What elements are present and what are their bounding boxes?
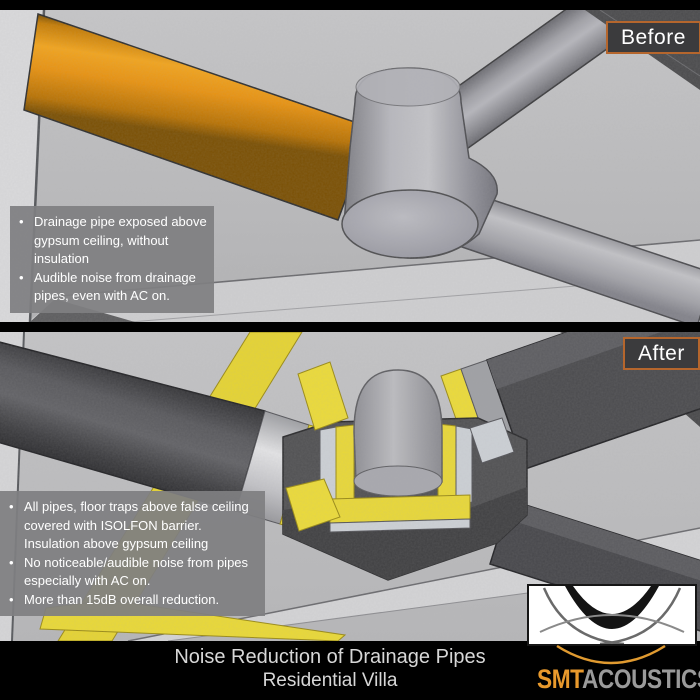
after-callout-box: All pipes, floor traps above false ceili… <box>0 491 265 616</box>
bullet-item: Drainage pipe exposed above gypsum ceili… <box>12 213 208 269</box>
logo-orange-arc-icon <box>556 644 666 665</box>
before-bullet-list: Drainage pipe exposed above gypsum ceili… <box>12 213 208 306</box>
brand-secondary: ACOUSTICS <box>581 664 700 694</box>
title-block: Noise Reduction of Drainage Pipes Reside… <box>0 645 660 693</box>
logo-emblem <box>527 584 697 646</box>
after-label: After <box>623 337 700 370</box>
footer-bar: Noise Reduction of Drainage Pipes Reside… <box>0 641 700 700</box>
bullet-item: More than 15dB overall reduction. <box>2 591 259 610</box>
smt-acoustics-logo: SMTACOUSTICS <box>525 583 700 700</box>
after-bullet-list: All pipes, floor traps above false ceili… <box>2 498 259 609</box>
brand-primary: SMT <box>537 664 582 694</box>
bullet-item: Audible noise from drainage pipes, even … <box>12 269 208 306</box>
before-scene: Before Drainage pipe exposed above gypsu… <box>0 10 700 322</box>
slide-title: Noise Reduction of Drainage Pipes <box>174 646 486 668</box>
bullet-item: All pipes, floor traps above false ceili… <box>2 498 259 554</box>
logo-arcs-icon <box>539 586 685 646</box>
bullet-item: No noticeable/audible noise from pipes e… <box>2 554 259 591</box>
slide-subtitle: Residential Villa <box>262 670 398 691</box>
before-callout-box: Drainage pipe exposed above gypsum ceili… <box>10 206 214 313</box>
before-render-image <box>0 10 700 322</box>
before-label: Before <box>606 21 700 54</box>
brand-wordmark: SMTACOUSTICS <box>537 664 700 695</box>
